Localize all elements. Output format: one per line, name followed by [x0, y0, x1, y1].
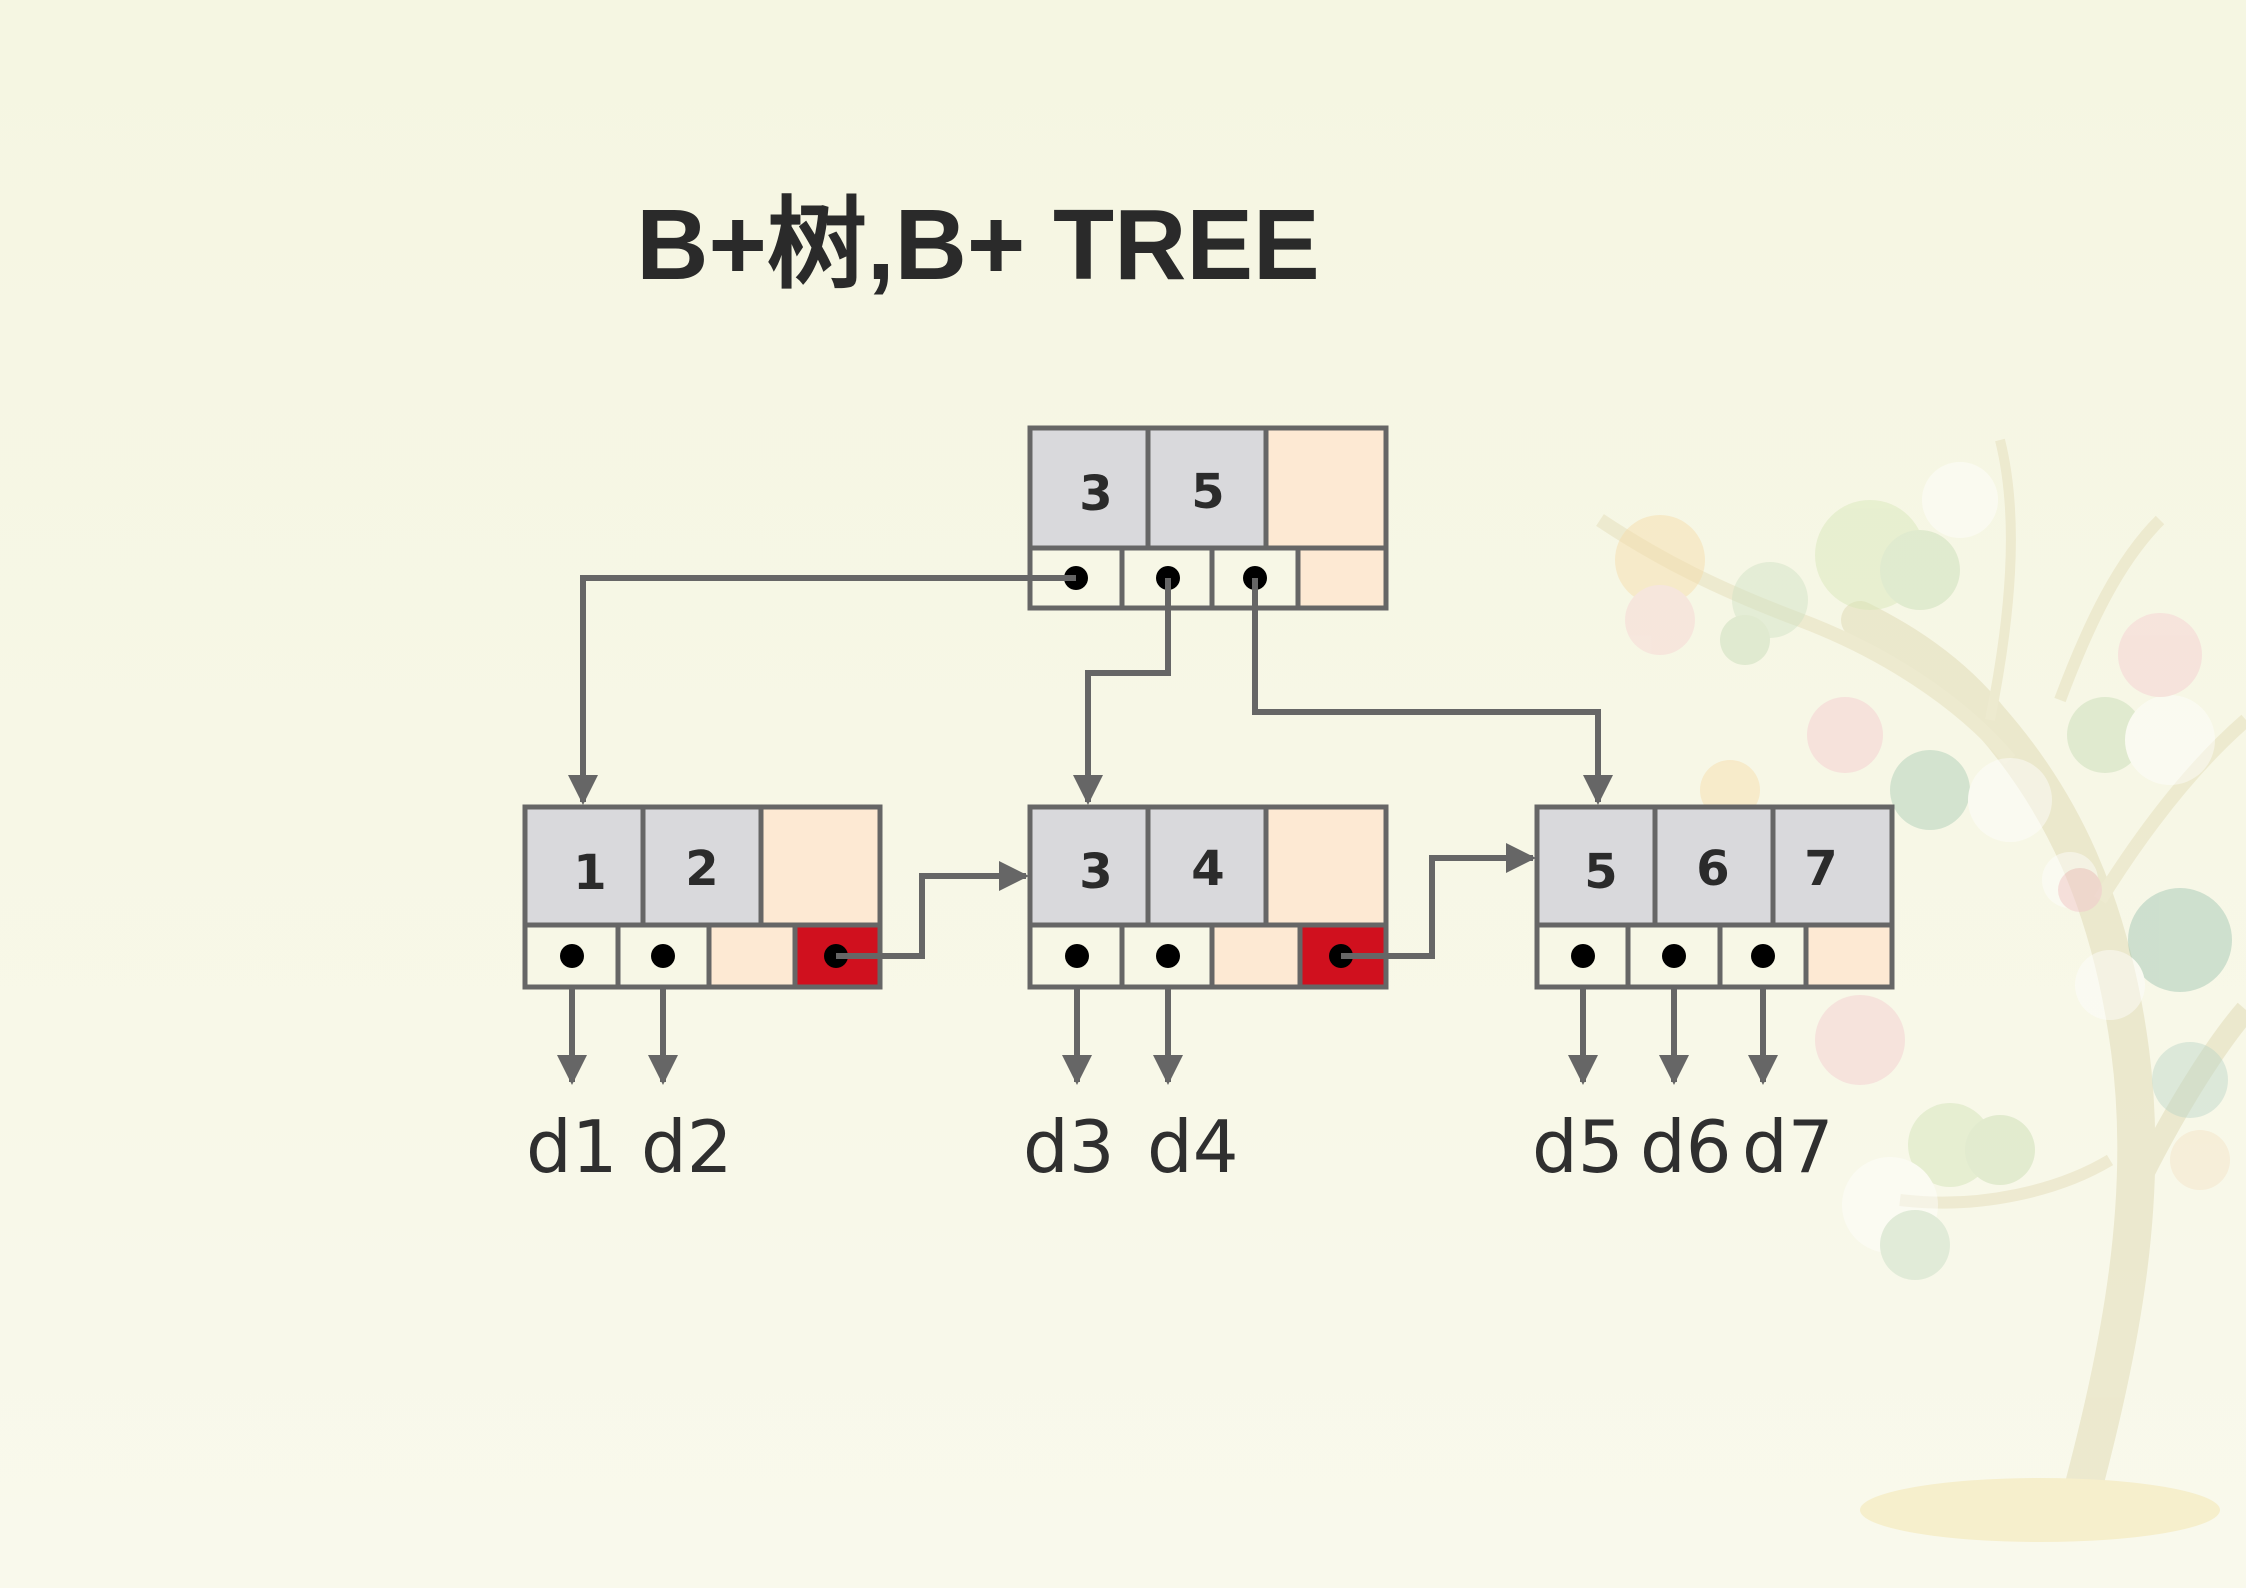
pointer-dot	[651, 944, 675, 968]
diagram-title: B+树,B+ TREE	[636, 189, 1320, 301]
pointer-dot	[560, 944, 584, 968]
root-key-cell	[1027, 425, 1151, 551]
leaf-node: 3 4	[1027, 804, 1389, 990]
data-label: d1	[526, 1105, 618, 1189]
leaf-key-cell	[1027, 804, 1151, 928]
data-label: d3	[1023, 1105, 1115, 1189]
leaf-key-cell	[1145, 804, 1269, 928]
leaf-sibling-links	[836, 843, 1536, 959]
leaf-key: 2	[685, 841, 718, 897]
data-arrows	[557, 987, 1778, 1085]
pointer-dot	[1065, 944, 1089, 968]
pointer-dot	[1571, 944, 1595, 968]
leaf-key: 6	[1696, 841, 1729, 897]
pointer-dot	[1156, 944, 1180, 968]
data-label: d6	[1640, 1105, 1732, 1189]
root-key: 3	[1079, 466, 1112, 522]
data-label: d4	[1147, 1105, 1239, 1189]
root-key: 5	[1191, 464, 1224, 520]
leaf-node: 5 6 7	[1534, 804, 1895, 990]
data-label: d7	[1742, 1105, 1834, 1189]
data-label: d5	[1532, 1105, 1624, 1189]
leaf-node: 1 2	[522, 804, 883, 990]
pointer-dot	[1751, 944, 1775, 968]
leaf-key: 4	[1191, 841, 1224, 897]
leaf-key: 1	[573, 845, 606, 901]
pointer-dot	[1662, 944, 1686, 968]
leaf-key: 3	[1079, 844, 1112, 900]
data-label: d2	[641, 1105, 733, 1189]
leaf-key: 5	[1584, 844, 1617, 900]
leaf-key: 7	[1804, 841, 1837, 897]
root-child-arrows	[568, 575, 1613, 805]
data-labels: d1 d2 d3 d4 d5 d6 d7	[526, 1105, 1834, 1189]
root-node: 3 5	[1027, 425, 1389, 611]
